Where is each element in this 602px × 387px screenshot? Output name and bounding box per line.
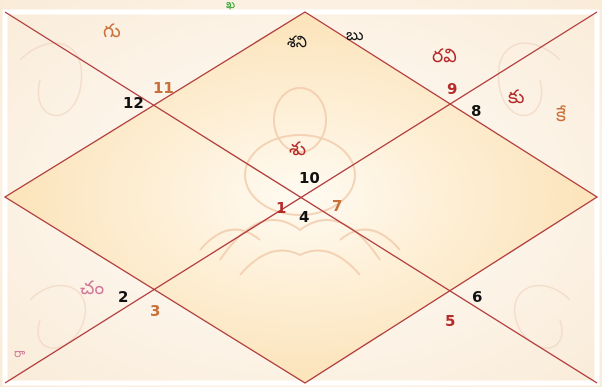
planet-shukra: శు (289, 138, 306, 160)
planet-ketu: కే (556, 104, 566, 126)
house-number-12: 12 (123, 94, 144, 112)
planet-guru: గు (103, 20, 121, 42)
planet-rahu: రా (14, 346, 26, 360)
house-number-2: 2 (118, 288, 128, 306)
planet-ravi: రవి (432, 45, 457, 67)
house-number-3: 3 (150, 302, 160, 320)
house-number-5: 5 (445, 312, 455, 330)
house-number-1: 1 (276, 199, 286, 217)
house-number-8: 8 (471, 102, 481, 120)
house-number-10: 10 (299, 169, 320, 187)
house-number-11: 11 (153, 79, 174, 97)
house-number-4: 4 (299, 208, 309, 226)
house-number-6: 6 (472, 288, 482, 306)
planet-budha: బు (346, 25, 364, 44)
planet-shani: శని (287, 32, 307, 51)
planet-chandra: చం (80, 277, 104, 299)
planet-kuja: కు (508, 86, 525, 108)
house-number-7: 7 (332, 197, 342, 215)
house-number-9: 9 (447, 80, 457, 98)
top-mark: ఖ (226, 0, 235, 11)
